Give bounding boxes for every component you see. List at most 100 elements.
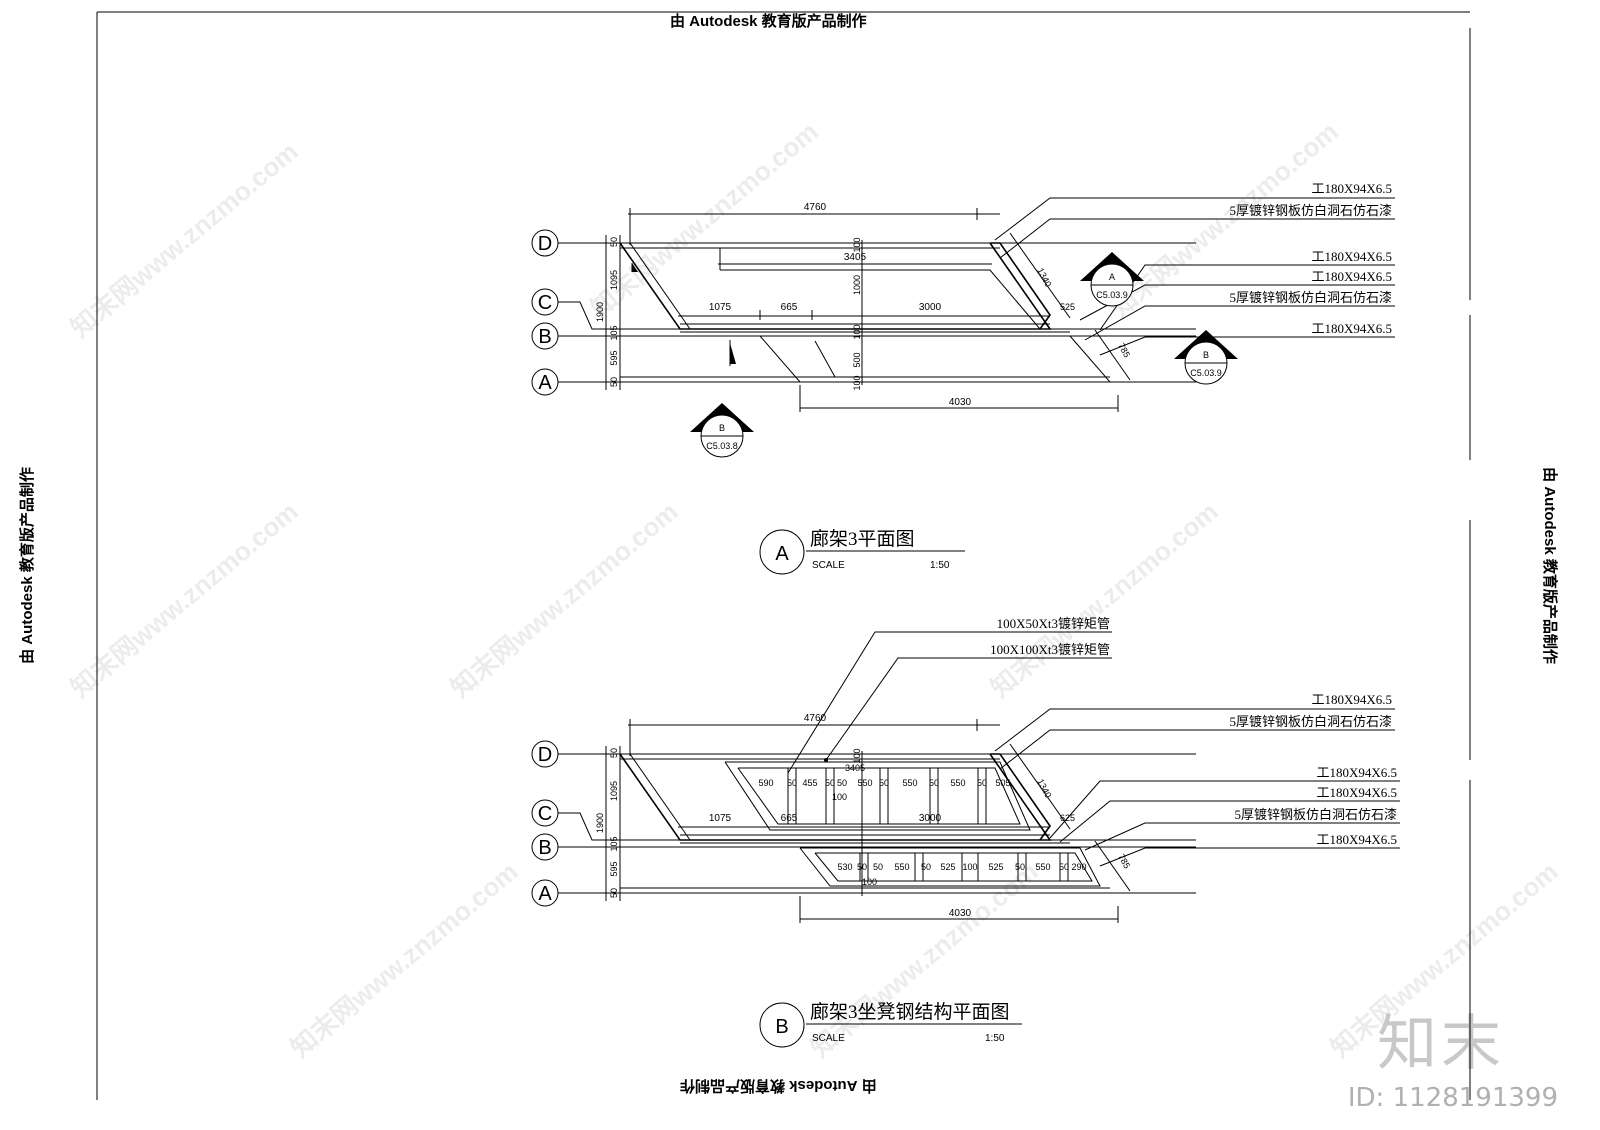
- label: 工180X94X6.5: [1311, 692, 1392, 707]
- seat-dims-row2: 530 50 50 550 50 525 100 525 50 550 50 2…: [837, 862, 1086, 872]
- svg-text:100: 100: [852, 375, 862, 390]
- svg-text:105: 105: [609, 325, 619, 340]
- svg-text:785: 785: [1116, 852, 1132, 870]
- watermark-logo: 知末: [1377, 1009, 1505, 1079]
- label: 5厚镀锌钢板仿白洞石仿石漆: [1234, 807, 1397, 822]
- axis-label-a: A: [538, 372, 552, 394]
- svg-text:590: 590: [758, 778, 773, 788]
- svg-text:SCALE: SCALE: [812, 1033, 845, 1044]
- label: 工180X94X6.5: [1316, 785, 1397, 800]
- dim-inner: 3405: [844, 252, 867, 263]
- scale-value: 1:50: [930, 560, 950, 571]
- svg-text:50: 50: [609, 888, 619, 898]
- svg-text:50: 50: [1015, 862, 1025, 872]
- plan-a-title-block: A 廊架3平面图 SCALE 1:50: [759, 528, 965, 575]
- section-marker: A C5.03.9: [1080, 252, 1144, 307]
- svg-text:100: 100: [962, 862, 977, 872]
- dim-bottom: 4030: [949, 397, 972, 408]
- label: 工180X94X6.5: [1311, 321, 1392, 336]
- svg-text:550: 550: [950, 778, 965, 788]
- section-marker: B C5.03.9: [1174, 330, 1238, 385]
- svg-text:C: C: [538, 803, 552, 825]
- plan-title: 廊架3坐凳钢结构平面图: [810, 1001, 1010, 1023]
- svg-text:3405: 3405: [845, 763, 865, 773]
- axis-bubbles: D C B A: [531, 229, 559, 396]
- label: 5厚镀锌钢板仿白洞石仿石漆: [1229, 203, 1392, 218]
- svg-text:A: A: [538, 883, 552, 905]
- label: 5厚镀锌钢板仿白洞石仿石漆: [1229, 290, 1392, 305]
- svg-text:1095: 1095: [609, 781, 619, 801]
- svg-text:1075: 1075: [709, 813, 732, 824]
- dim-diag1: 1340: [1035, 266, 1053, 288]
- svg-text:595: 595: [609, 350, 619, 365]
- svg-text:1900: 1900: [595, 302, 605, 322]
- plan-a: D C B A 4760: [531, 181, 1395, 575]
- svg-text:D: D: [538, 744, 552, 766]
- svg-text:50: 50: [879, 778, 889, 788]
- svg-text:4030: 4030: [949, 908, 972, 919]
- axis-label-b: B: [538, 326, 551, 348]
- plan-b: D C B A: [531, 616, 1400, 1048]
- sheet-border: [96, 11, 1471, 1100]
- svg-text:100: 100: [852, 324, 862, 339]
- autodesk-stamp-top: 由 Autodesk 教育版产品制作: [670, 13, 867, 30]
- svg-text:1900: 1900: [595, 813, 605, 833]
- svg-text:1:50: 1:50: [985, 1033, 1005, 1044]
- svg-text:50: 50: [921, 862, 931, 872]
- svg-text:4760: 4760: [804, 713, 827, 724]
- svg-text:505: 505: [995, 778, 1010, 788]
- svg-text:100: 100: [832, 792, 847, 802]
- svg-text:50: 50: [977, 778, 987, 788]
- label: 工180X94X6.5: [1311, 249, 1392, 264]
- svg-text:50: 50: [929, 778, 939, 788]
- seat-slats: [787, 768, 1069, 881]
- svg-text:B: B: [538, 837, 551, 859]
- svg-text:50: 50: [609, 748, 619, 758]
- svg-text:550: 550: [1035, 862, 1050, 872]
- label: 工180X94X6.5: [1311, 269, 1392, 284]
- axis-label-c: C: [538, 292, 552, 314]
- svg-text:1095: 1095: [609, 270, 619, 290]
- svg-text:B: B: [719, 423, 725, 433]
- svg-text:550: 550: [857, 778, 872, 788]
- svg-text:1000: 1000: [852, 275, 862, 295]
- dim-seg1: 1075: [709, 302, 732, 313]
- dim-diag3: 785: [1116, 341, 1132, 359]
- svg-text:500: 500: [852, 352, 862, 367]
- svg-text:50: 50: [787, 778, 797, 788]
- svg-text:105: 105: [609, 836, 619, 851]
- svg-text:50: 50: [609, 377, 619, 387]
- svg-text:1340: 1340: [1035, 777, 1053, 799]
- label: 工180X94X6.5: [1316, 832, 1397, 847]
- scale-label: SCALE: [812, 560, 845, 571]
- svg-text:B: B: [775, 1016, 788, 1038]
- svg-text:665: 665: [781, 813, 798, 824]
- svg-text:50: 50: [825, 778, 835, 788]
- svg-text:100: 100: [852, 748, 862, 763]
- seat-dims-row1: 590 50 455 50 50 550 50 550 50 550 50 50…: [758, 778, 1010, 788]
- svg-text:530: 530: [837, 862, 852, 872]
- dim-diag2: 525: [1060, 302, 1075, 312]
- svg-text:C5.03.9: C5.03.9: [1190, 368, 1222, 378]
- plan-b-title-block: B 廊架3坐凳钢结构平面图 SCALE 1:50: [759, 1001, 1022, 1048]
- svg-text:B: B: [1203, 350, 1209, 360]
- label: 工180X94X6.5: [1311, 181, 1392, 196]
- svg-text:50: 50: [609, 237, 619, 247]
- watermark-id: ID: 1128191399: [1347, 1083, 1558, 1113]
- dim-seg3: 3000: [919, 302, 942, 313]
- dim-seg2: 665: [781, 302, 798, 313]
- plan-title: 廊架3平面图: [810, 528, 915, 550]
- svg-text:100: 100: [862, 877, 877, 887]
- svg-text:50: 50: [857, 862, 867, 872]
- svg-text:525: 525: [988, 862, 1003, 872]
- svg-text:525: 525: [940, 862, 955, 872]
- label: 5厚镀锌钢板仿白洞石仿石漆: [1229, 714, 1392, 729]
- axis-label-d: D: [538, 233, 552, 255]
- svg-text:50: 50: [1059, 862, 1069, 872]
- svg-text:50: 50: [837, 778, 847, 788]
- svg-text:A: A: [1109, 272, 1115, 282]
- svg-text:595: 595: [609, 861, 619, 876]
- svg-text:550: 550: [902, 778, 917, 788]
- label: 工180X94X6.5: [1316, 765, 1397, 780]
